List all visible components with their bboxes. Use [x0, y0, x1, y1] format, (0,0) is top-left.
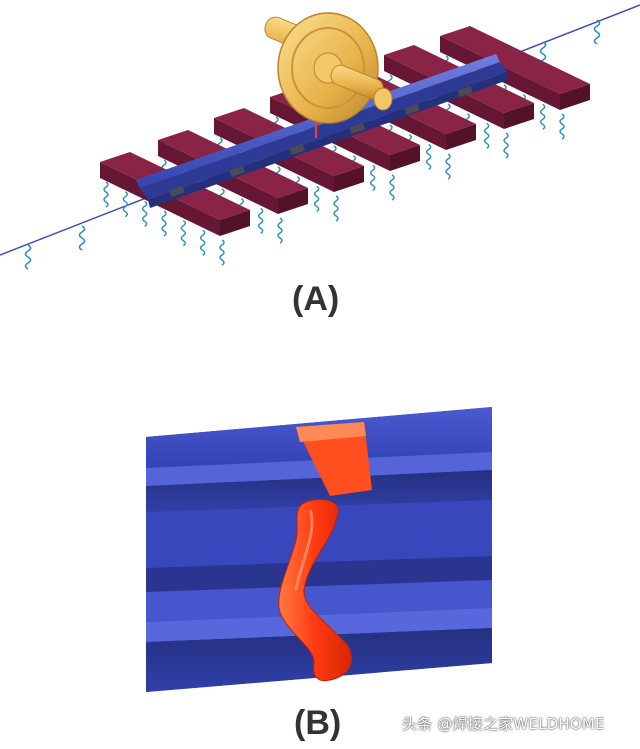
wheelset — [264, 12, 393, 124]
pad-spring — [180, 220, 187, 247]
pad-spring — [369, 164, 376, 191]
pad-spring — [103, 181, 109, 208]
weld-defect — [278, 422, 372, 682]
sleeper-end — [278, 188, 308, 214]
rail-fasteners — [169, 85, 473, 198]
pad-spring — [333, 195, 339, 222]
sleeper-end — [560, 84, 590, 110]
sleeper-end — [390, 145, 420, 171]
pad-spring — [503, 132, 509, 159]
pad-spring — [539, 103, 546, 130]
pad-spring — [277, 217, 283, 244]
sleeper-end — [446, 124, 476, 150]
pad-spring — [445, 153, 451, 180]
sleeper-end — [334, 166, 364, 192]
watermark-text: 头条 @焊接之家WELDHOME — [402, 715, 605, 733]
pad-spring — [313, 185, 320, 212]
pad-spring — [559, 113, 565, 140]
weld-crack — [278, 499, 352, 682]
pad-spring — [199, 229, 206, 256]
pad-spring — [122, 191, 129, 218]
pad-spring — [257, 207, 264, 234]
sleeper — [440, 26, 590, 94]
panel-a-label: (A) — [292, 280, 339, 318]
track-model-figure — [0, 4, 640, 270]
pad-spring — [161, 210, 167, 237]
rail-section-figure — [146, 407, 492, 692]
pad-spring — [141, 200, 148, 227]
pad-spring — [483, 122, 490, 149]
pad-spring — [389, 174, 395, 201]
sleeper-end — [220, 210, 250, 236]
sleeper-end — [504, 103, 534, 129]
pad-spring — [219, 239, 225, 266]
pad-spring — [425, 143, 432, 170]
panel-b-label: (B) — [294, 704, 341, 742]
